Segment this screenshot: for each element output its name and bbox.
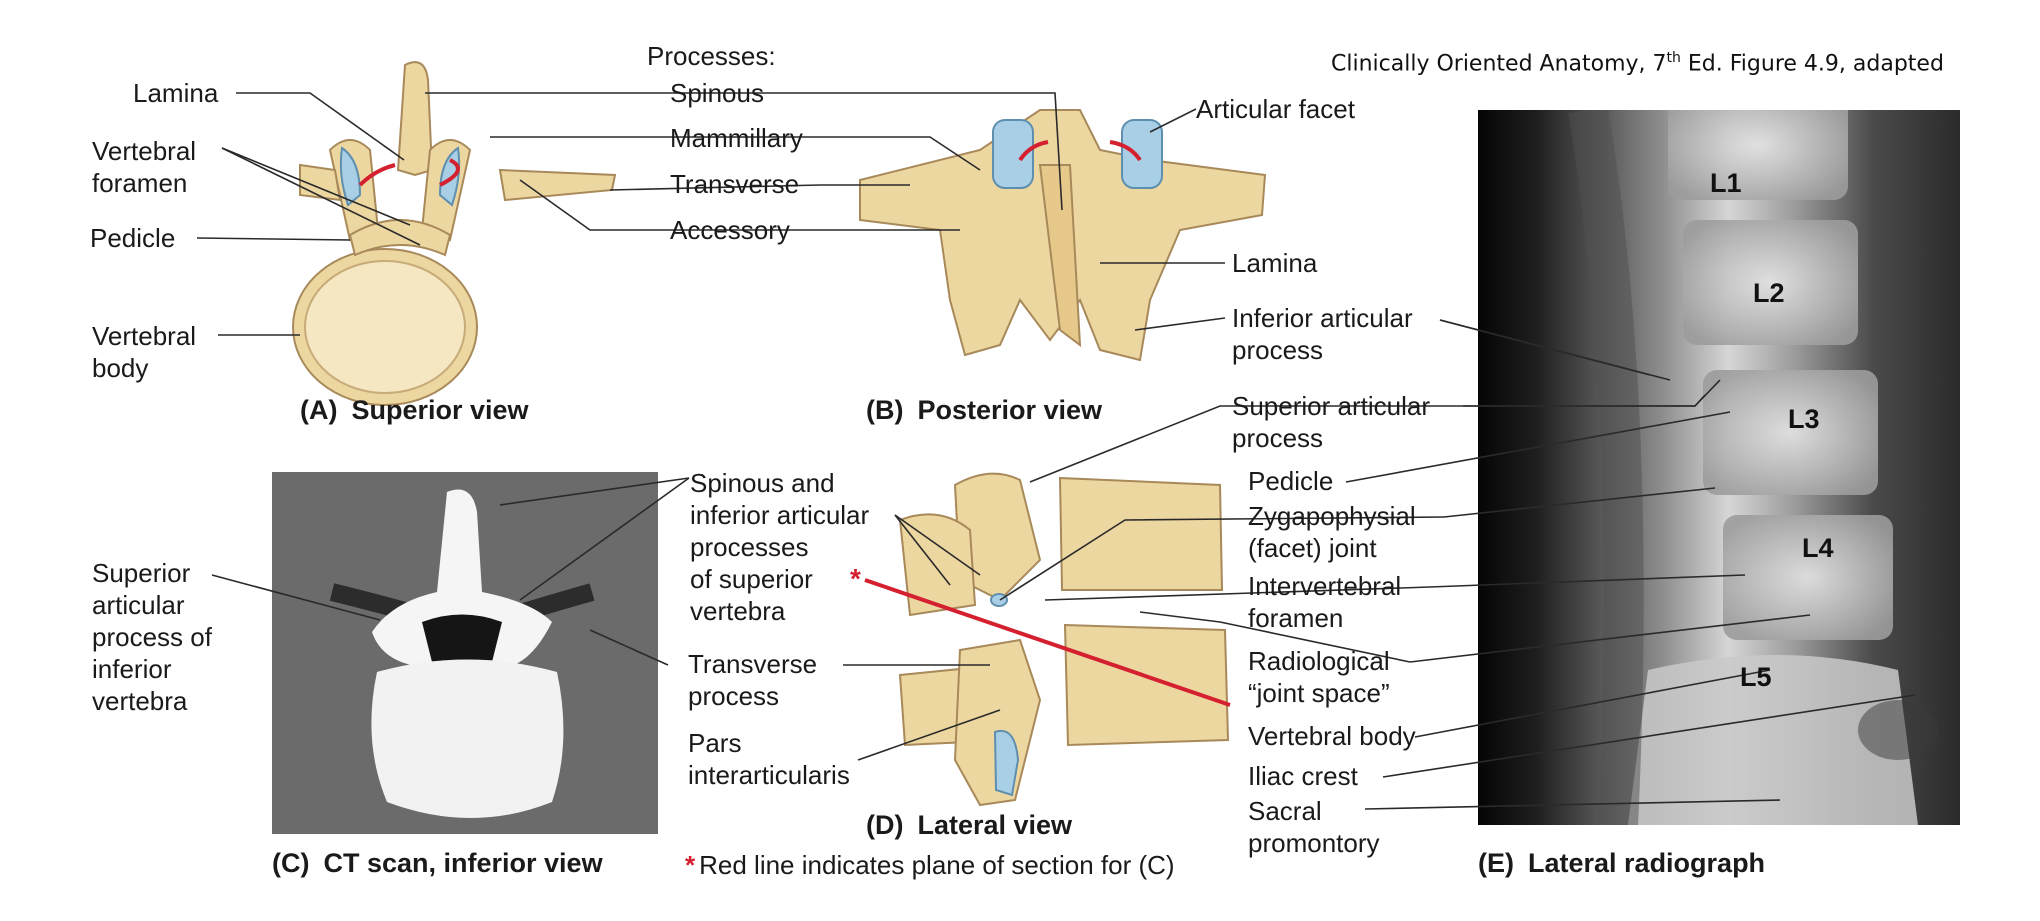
label-pedicle-right: Pedicle [1248,466,1334,496]
credit-superscript: th [1666,50,1681,66]
level-label-l2: L2 [1753,278,1785,308]
label-line: “joint space” [1248,678,1390,708]
caption-b: (B) Posterior view [866,395,1102,426]
label-line: processes [690,532,809,562]
figure-credit: Clinically Oriented Anatomy, 7th Ed. Fig… [1331,50,1944,76]
level-label-l4: L4 [1802,533,1834,563]
label-line: Sacral [1248,796,1322,826]
label-iliac-crest: Iliac crest [1248,761,1358,791]
label-superior-articular-process-of-inferior-vertebra: Superior articular process of inferior v… [92,557,212,717]
label-line: body [92,353,149,383]
label-line: foramen [1248,603,1344,633]
label-line: process [688,681,780,711]
label-superior-articular-process: Superior articular process [1232,390,1430,454]
caption-title: Posterior view [917,395,1103,425]
label-line: Intervertebral [1248,571,1402,601]
label-line: Superior articular [1232,391,1430,421]
label-line: Superior [92,558,191,588]
label-line: (facet) joint [1248,533,1377,563]
label-line: Spinous and [690,468,835,498]
label-intervertebral-foramen: Intervertebral foramen [1248,570,1401,634]
label-line: process of [92,622,212,652]
caption-c: (C) CT scan, inferior view [272,848,603,879]
label-line: Transverse [688,649,818,679]
section-plane-line [864,578,1231,707]
caption-letter: (C) [272,848,310,878]
label-line: Pars [688,728,742,758]
label-spinous-and-inferior-articular-processes: Spinous and inferior articular processes… [690,467,869,627]
credit-suffix: Ed. Figure 4.9, adapted [1680,51,1944,77]
footnote-text: Red line indicates plane of section for … [699,850,1175,880]
footnote: *Red line indicates plane of section for… [685,850,1175,881]
label-line: Vertebral [92,321,197,351]
level-label-l5: L5 [1740,662,1772,692]
section-plane-star: * [850,563,861,594]
label-line: Radiological [1248,646,1390,676]
label-transverse: Transverse [670,169,800,199]
spinous-process-a [396,61,434,177]
credit-prefix: Clinically Oriented Anatomy, 7 [1331,51,1667,77]
ct-scan-image [272,472,658,834]
label-line: foramen [92,168,188,198]
label-articular-facet: Articular facet [1196,94,1355,124]
label-line: Vertebral [92,136,197,166]
label-line: Inferior articular [1232,303,1413,333]
caption-e: (E) Lateral radiograph [1478,848,1765,879]
label-vertebral-foramen: Vertebral foramen [92,135,196,199]
label-line: promontory [1248,828,1380,858]
caption-title: Lateral view [917,810,1073,840]
label-accessory: Accessory [670,215,790,245]
label-transverse-process-d: Transverse process [688,648,817,712]
level-label-l1: L1 [1710,168,1742,198]
caption-letter: (D) [866,810,904,840]
articular-facet-left [992,119,1034,189]
label-pars-interarticularis: Pars interarticularis [688,727,850,791]
label-line: process [1232,423,1324,453]
label-spinous: Spinous [670,78,764,108]
caption-title: CT scan, inferior view [323,848,603,878]
vertebral-body-d-upper [1058,476,1224,591]
label-line: process [1232,335,1324,365]
label-lamina-a: Lamina [133,78,219,108]
label-vertebral-body-right: Vertebral body [1248,721,1416,751]
label-line: interarticularis [688,760,850,790]
articular-facet-right [1121,119,1163,189]
label-line: of superior [690,564,813,594]
caption-letter: (E) [1478,848,1514,878]
caption-letter: (B) [866,395,904,425]
label-line: inferior articular [690,500,870,530]
label-sacral-promontory: Sacral promontory [1248,795,1380,859]
caption-title: Lateral radiograph [1528,848,1766,878]
label-vertebral-body-a: Vertebral body [92,320,196,384]
caption-title: Superior view [351,395,529,425]
label-line: Zygapophysial [1248,501,1416,531]
vertebral-body-d-lower [1063,623,1230,747]
label-lamina-b: Lamina [1232,248,1318,278]
label-line: vertebra [92,686,188,716]
caption-letter: (A) [300,395,338,425]
caption-a: (A) Superior view [300,395,529,426]
label-processes-heading: Processes: [647,41,776,71]
label-line: vertebra [690,596,786,626]
label-line: articular [92,590,185,620]
lateral-radiograph-image [1478,110,1960,825]
label-line: inferior [92,654,172,684]
caption-d: (D) Lateral view [866,810,1072,841]
label-inferior-articular-process: Inferior articular process [1232,302,1413,366]
label-zygapophysial-joint: Zygapophysial (facet) joint [1248,500,1416,564]
label-pedicle-a: Pedicle [90,223,176,253]
footnote-star: * [685,850,696,880]
level-label-l3: L3 [1788,404,1820,434]
label-radiological-joint-space: Radiological “joint space” [1248,645,1390,709]
label-mammillary: Mammillary [670,123,803,153]
